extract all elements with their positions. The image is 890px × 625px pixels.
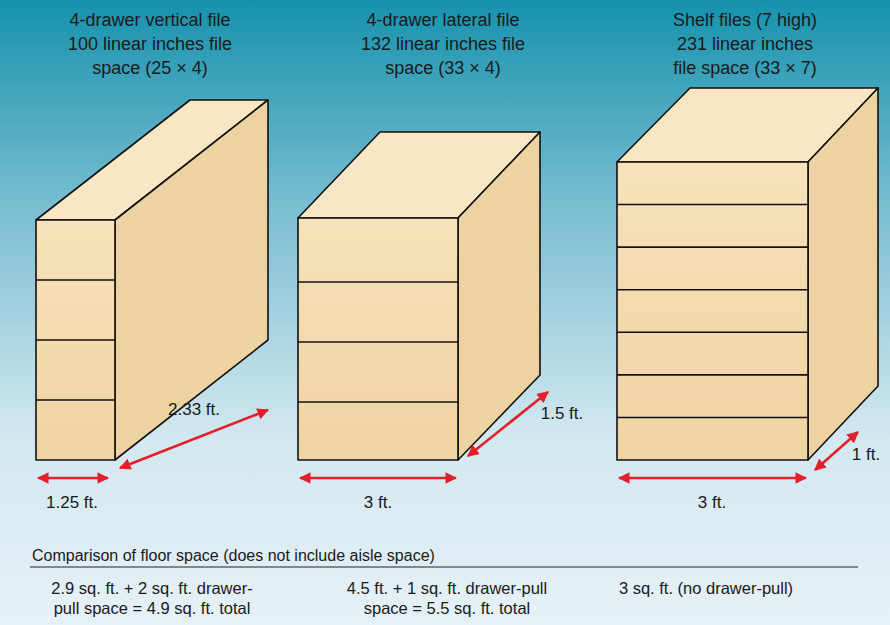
dimension-label: 1.5 ft. [541,404,584,424]
dimension-label: 3 ft. [364,493,392,513]
dimension-arrows [38,392,858,478]
dimension-label: 3 ft. [698,493,726,513]
floor-space-note: 4.5 ft. + 1 sq. ft. drawer-pull space = … [333,578,561,618]
dimension-label: 1.25 ft. [46,493,98,513]
lateral-file-cabinet [298,132,540,460]
cabinet-title: Shelf files (7 high) 231 linear inches f… [667,8,823,80]
vertical-file-cabinet [36,100,268,460]
shelf-file-unit [617,88,878,460]
floor-space-note: 3 sq. ft. (no drawer-pull) [619,578,793,598]
floor-space-note: 2.9 sq. ft. + 2 sq. ft. drawer-pull spac… [41,578,263,618]
section-heading: Comparison of floor space (does not incl… [32,546,435,565]
separator-rule [30,566,858,567]
cabinet-title: 4-drawer vertical file 100 linear inches… [62,8,238,80]
dimension-label: 1 ft. [852,445,880,465]
dimension-label: 2.33 ft. [168,400,220,420]
cabinet-title: 4-drawer lateral file 132 linear inches … [355,8,531,80]
